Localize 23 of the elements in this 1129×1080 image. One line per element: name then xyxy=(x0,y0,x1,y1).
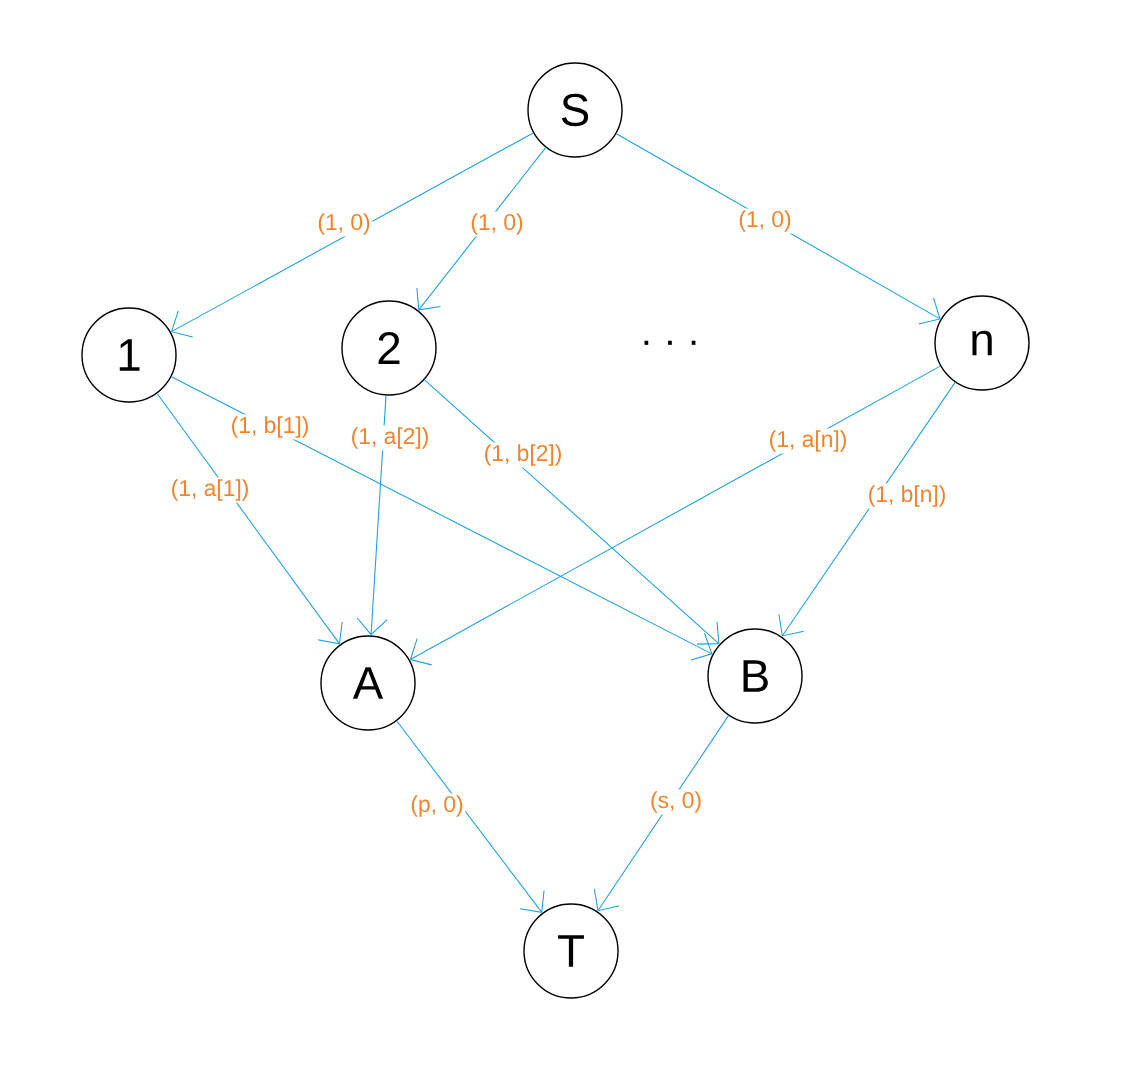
arrow xyxy=(778,381,956,637)
edge-label: (1, 0) xyxy=(315,211,373,237)
ellipsis-label: · · · xyxy=(644,340,696,345)
edge-label: (1, 0) xyxy=(736,208,794,234)
edge-label: (1, 0) xyxy=(468,211,526,237)
arrow xyxy=(593,715,729,912)
edge-label: (1, a[1]) xyxy=(168,477,252,503)
arrow xyxy=(615,133,941,325)
arrow xyxy=(396,720,545,913)
arrow xyxy=(170,132,534,338)
arrow xyxy=(356,395,388,636)
edge-label: (1, b[n]) xyxy=(865,483,949,509)
edge-label: (1, a[n]) xyxy=(766,428,850,454)
edge-label: (p, 0) xyxy=(408,793,466,819)
arrow xyxy=(409,365,941,666)
edge-label: (1, a[2]) xyxy=(348,425,432,451)
arrow xyxy=(170,376,713,661)
arrow xyxy=(424,379,720,645)
arrow xyxy=(156,393,343,645)
edge-label: (1, b[1]) xyxy=(228,414,312,440)
arrow xyxy=(416,147,547,311)
edge-label: (s, 0) xyxy=(648,789,704,815)
edge-label: (1, b[2]) xyxy=(481,442,565,468)
